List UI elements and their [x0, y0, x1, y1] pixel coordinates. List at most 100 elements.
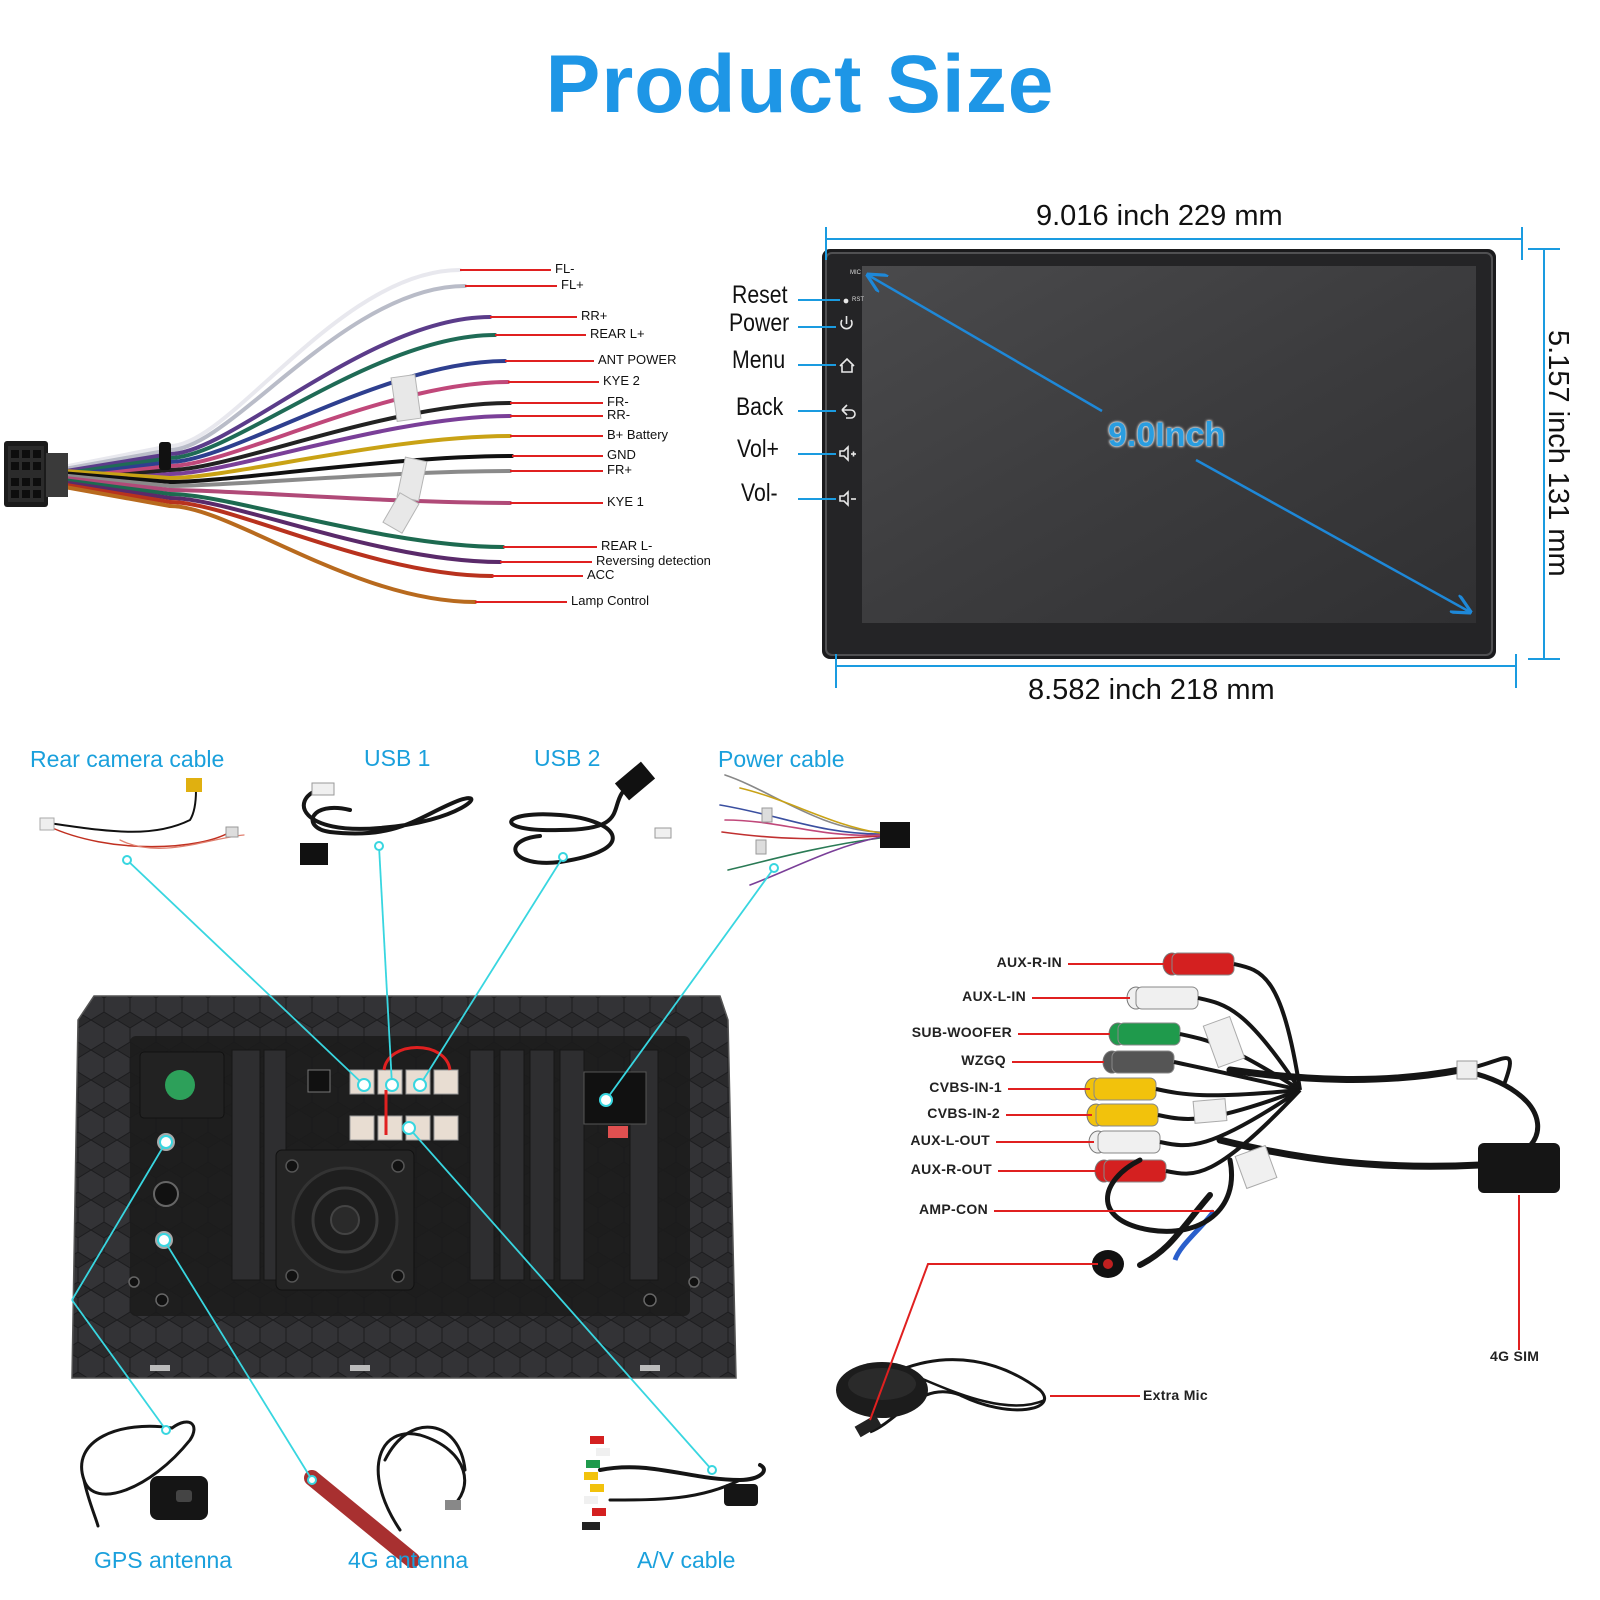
- screen-button-label: Vol-: [741, 479, 778, 507]
- screen-button-label: Menu: [732, 346, 786, 374]
- av-cable-label: A/V cable: [637, 1547, 736, 1573]
- harness-wire-label: RR-: [607, 407, 631, 422]
- back-arrow-icon: [841, 404, 856, 419]
- extra-mic-label: Extra Mic: [1143, 1387, 1208, 1403]
- rca-plug: [1126, 986, 1302, 1092]
- harness-wire: [168, 284, 467, 452]
- diagonal-arrow-upper: [868, 275, 1103, 413]
- top-width-dimension: 9.016 inch 229 mm: [1036, 200, 1283, 232]
- power-cable-label: Power cable: [718, 746, 845, 772]
- bottom-width-dimension: 8.582 inch 218 mm: [1028, 674, 1275, 706]
- volume-up-icon: [839, 445, 856, 462]
- av-port-label: CVBS-IN-2: [927, 1105, 1000, 1121]
- av-port-label: WZGQ: [961, 1052, 1006, 1068]
- harness-wires: [47, 268, 603, 604]
- power-cable-image: [719, 774, 910, 886]
- rst-hole-label: RST: [852, 297, 864, 303]
- av-leader-lines: [994, 963, 1214, 1212]
- rca-plug: [1094, 1088, 1302, 1183]
- harness-wire-label: FR-: [607, 394, 629, 409]
- harness-wire: [168, 401, 512, 472]
- harness-wire: [168, 315, 492, 456]
- usb1-cable-image: [300, 782, 474, 865]
- usb2-label: USB 2: [534, 745, 601, 771]
- harness-wire-label: KYE 2: [603, 373, 640, 388]
- screen-button-label: Vol+: [737, 435, 779, 463]
- harness-wire-label: ANT POWER: [598, 352, 677, 367]
- harness-wire-label: KYE 1: [607, 494, 644, 509]
- harness-wire: [168, 469, 512, 488]
- harness-wire-bundle: [47, 476, 171, 496]
- rca-plug: [1162, 952, 1302, 1091]
- av-cable-image: [582, 1436, 766, 1530]
- av-port-label: CVBS-IN-1: [929, 1079, 1002, 1095]
- harness-wire-bundle: [47, 448, 171, 474]
- page-title: Product Size: [545, 39, 1055, 130]
- harness-connector: [4, 441, 171, 507]
- rca-plug: [1102, 1050, 1301, 1092]
- screen-button-label: Back: [736, 393, 784, 421]
- head-unit-screen: [798, 227, 1560, 688]
- volume-down-icon: [839, 490, 856, 507]
- wire-harness: [4, 268, 603, 604]
- av-cable-bundle: [1105, 1056, 1540, 1268]
- harness-wire-label: FL-: [555, 261, 575, 276]
- harness-wire-bundle: [47, 482, 171, 508]
- home-icon: [839, 357, 855, 373]
- av-port-label: AUX-R-IN: [996, 954, 1062, 970]
- antenna-4g-label: 4G antenna: [348, 1547, 469, 1573]
- diagonal-size-label: 9.0Inch: [1108, 416, 1226, 454]
- rear-camera-cable-label: Rear camera cable: [30, 746, 225, 772]
- harness-wire: [168, 359, 507, 464]
- harness-wire-bundle: [47, 474, 171, 492]
- av-port-label: AMP-CON: [919, 1201, 988, 1217]
- antenna-4g-image: [304, 1425, 467, 1568]
- rear-camera-cable-image: [39, 778, 245, 849]
- harness-wire: [168, 333, 497, 460]
- screen-button-label: Reset: [732, 281, 788, 309]
- harness-wire: [168, 496, 502, 564]
- usb2-cable-image: [509, 761, 672, 865]
- back-panel: [71, 995, 737, 1379]
- harness-wire: [168, 414, 512, 476]
- harness-wire-bundle: [47, 472, 171, 488]
- harness-wire-label: FR+: [607, 462, 632, 477]
- harness-wire: [168, 434, 512, 480]
- harness-wire-label: ACC: [587, 567, 615, 582]
- harness-wire-bundle: [47, 468, 171, 480]
- bezel-icons: [839, 298, 856, 507]
- harness-wire: [168, 504, 477, 604]
- harness-wire: [168, 454, 514, 484]
- extra-leaders: [869, 1195, 1520, 1421]
- harness-wire-label: FL+: [561, 277, 584, 292]
- extra-mic-image: [836, 1358, 1046, 1438]
- dimension-lines: [825, 227, 1560, 688]
- gps-antenna-image: [80, 1420, 208, 1528]
- harness-wire: [168, 500, 494, 578]
- harness-wire: [168, 492, 505, 549]
- button-leaders: [798, 299, 840, 500]
- harness-wire-label: REAR L+: [590, 326, 645, 341]
- rca-plug: [1084, 1077, 1301, 1101]
- av-port-label: AUX-L-OUT: [910, 1132, 990, 1148]
- harness-wire-bundle: [47, 478, 171, 500]
- mic-hole-label: MIC: [850, 270, 861, 276]
- harness-wire-bundle: [47, 480, 171, 504]
- av-plugs: [1084, 952, 1302, 1261]
- harness-wire-bundle: [47, 470, 171, 484]
- sim-label: 4G SIM: [1490, 1348, 1540, 1364]
- rca-plug: [1088, 1088, 1302, 1154]
- harness-wire-bundle: [47, 444, 171, 472]
- harness-wire: [168, 268, 462, 448]
- height-dimension: 5.157 inch 131 mm: [1542, 330, 1574, 577]
- av-harness: [836, 952, 1560, 1438]
- cyan-connector-dots: [122, 841, 779, 1485]
- screen-button-label: Power: [729, 309, 790, 337]
- av-port-label: AUX-L-IN: [962, 988, 1026, 1004]
- harness-wire: [168, 380, 510, 468]
- diagonal-arrow-lower: [1195, 458, 1470, 612]
- harness-wire-label: B+ Battery: [607, 427, 669, 442]
- harness-wire-label: Lamp Control: [571, 593, 650, 608]
- av-port-label: SUB-WOOFER: [911, 1024, 1012, 1040]
- av-port-label: AUX-R-OUT: [910, 1161, 992, 1177]
